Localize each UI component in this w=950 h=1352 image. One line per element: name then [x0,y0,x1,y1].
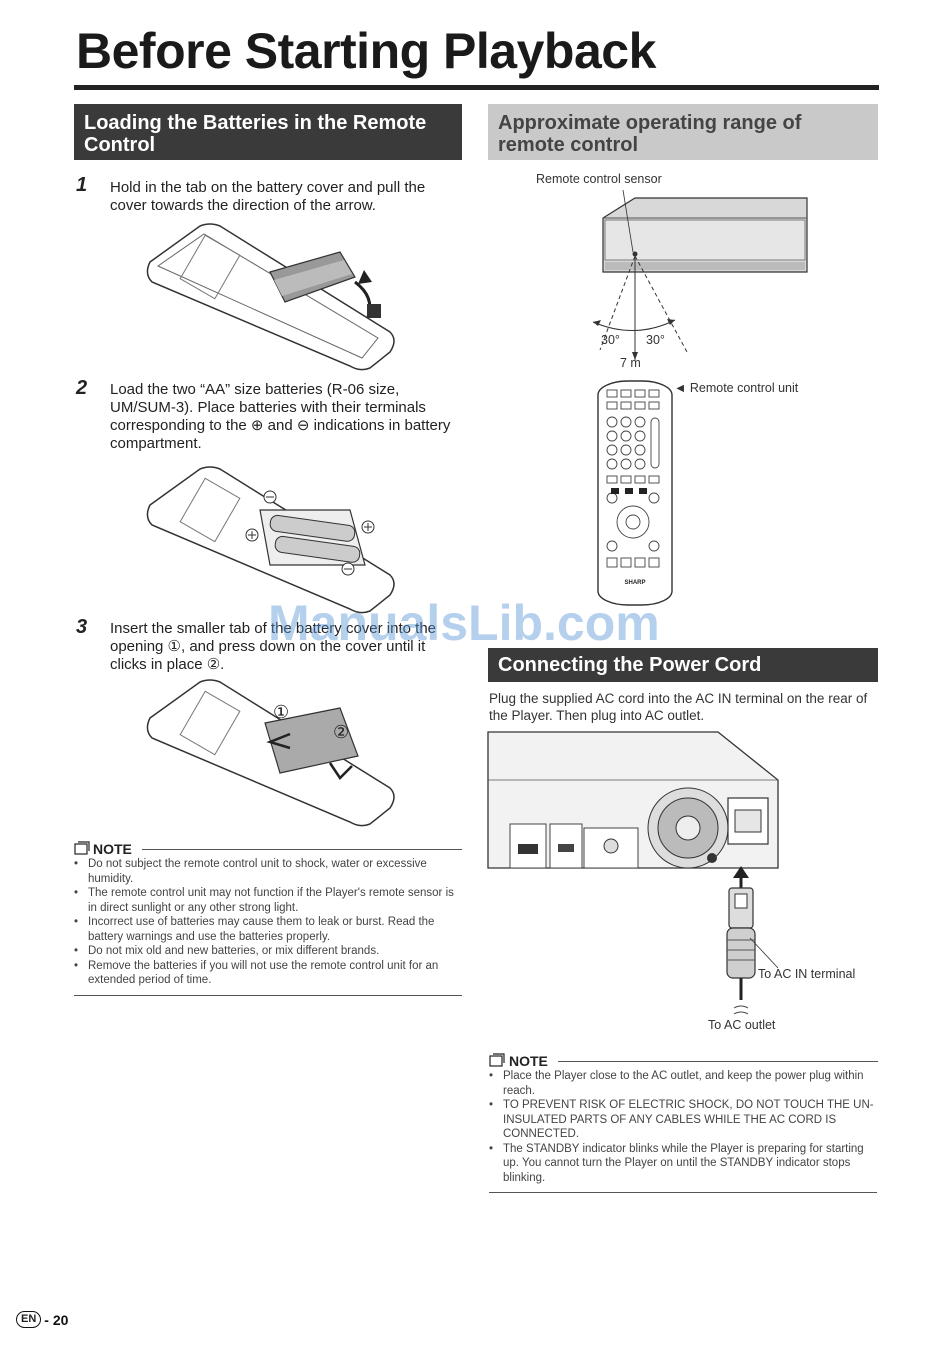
step-text-3: Insert the smaller tab of the battery co… [110,620,437,673]
note-item: The remote control unit may not function… [74,886,464,915]
section-heading-range: Approximate operating range of remote co… [488,104,878,160]
note-item: Place the Player close to the AC outlet,… [489,1069,879,1098]
remote-brand: SHARP [624,580,645,586]
callout-1: ① [273,702,290,722]
player-front-range-diagram [592,189,808,360]
remote-battery-compartment-illustration [146,466,395,614]
page-title: Before Starting Playback [76,23,656,79]
note-item: TO PREVENT RISK OF ELECTRIC SHOCK, DO NO… [489,1098,879,1142]
player-rear-power-diagram [487,731,779,1015]
title-rule [74,85,879,90]
note-item: Remove the batteries if you will not use… [74,959,464,988]
remote-cover-close-illustration [146,679,395,827]
range-distance: 7 m [620,356,641,370]
watermark: ManualsLib.com [268,595,660,651]
note-icon [74,841,90,855]
note-item: Do not subject the remote control unit t… [74,857,464,886]
note-list-power: Place the Player close to the AC outlet,… [489,1069,879,1185]
note-item: Incorrect use of batteries may cause the… [74,915,464,944]
step-number-3: 3 [76,616,88,638]
step-text-2: Load the two “AA” size batteries (R-06 s… [110,381,451,452]
label-ac-outlet: To AC outlet [708,1018,776,1032]
note-rule-bottom [489,1192,877,1193]
section-heading-batteries: Loading the Batteries in the Remote Cont… [74,104,462,160]
language-badge: EN [16,1311,42,1328]
note-list-batteries: Do not subject the remote control unit t… [74,857,464,988]
label-ac-in-terminal: To AC IN terminal [758,967,856,981]
note-icon [489,1053,505,1067]
remote-battery-cover-illustration-1 [146,223,395,371]
remote-label: ◄ Remote control unit [674,381,799,395]
note-item: The STANDBY indicator blinks while the P… [489,1142,879,1186]
note-rule-bottom [74,995,462,996]
section-heading-power: Connecting the Power Cord [488,648,878,682]
note-item: Do not mix old and new batteries, or mix… [74,944,464,959]
step-number-2: 2 [76,377,88,399]
page-number: EN - 20 [16,1311,68,1328]
note-label-power: NOTE [509,1053,548,1069]
callout-2: ② [333,722,350,742]
note-rule-top [142,849,462,850]
note-rule-top [558,1061,878,1062]
step-number-1: 1 [76,174,88,196]
step-text-1: Hold in the tab on the battery cover and… [110,179,426,214]
angle-left: 30° [601,333,620,347]
note-label-batteries: NOTE [93,841,132,857]
remote-control-illustration: SHARP [597,380,673,606]
sensor-label: Remote control sensor [536,172,662,186]
page-number-text: - 20 [44,1311,69,1328]
power-instructions: Plug the supplied AC cord into the AC IN… [489,691,868,723]
angle-right: 30° [646,333,665,347]
